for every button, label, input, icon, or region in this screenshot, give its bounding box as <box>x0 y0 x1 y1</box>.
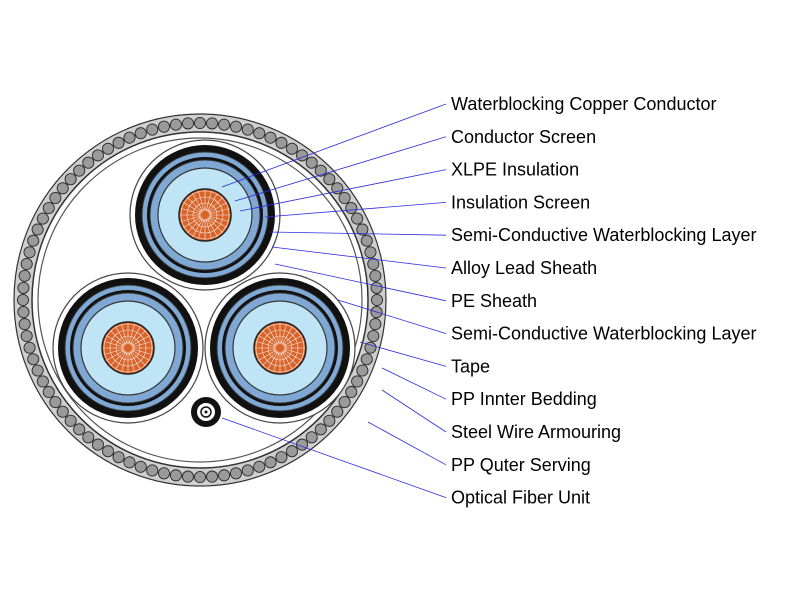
leader-line <box>221 103 447 188</box>
leader-line <box>234 136 447 202</box>
leader-line <box>274 263 447 302</box>
component-label: PE Sheath <box>451 291 537 311</box>
power-core-1 <box>129 139 281 291</box>
leader-line <box>271 246 447 269</box>
component-label: PP Innter Bedding <box>451 389 597 409</box>
leader-line <box>381 367 447 400</box>
leader-line <box>221 417 447 498</box>
component-label: Optical Fiber Unit <box>451 488 590 508</box>
leader-line <box>269 231 447 236</box>
component-label: Waterblocking Copper Conductor <box>451 94 716 114</box>
component-label: Semi-Conductive Waterblocking Layer <box>451 225 756 245</box>
component-label: PP Quter Serving <box>451 455 591 475</box>
component-label: Conductor Screen <box>451 127 596 147</box>
component-label: Semi-Conductive Waterblocking Layer <box>451 324 756 344</box>
leader-line <box>359 341 447 367</box>
component-label: Insulation Screen <box>451 192 590 212</box>
leader-line <box>337 299 447 334</box>
component-label: Alloy Lead Sheath <box>451 258 597 278</box>
leader-line <box>264 202 447 218</box>
component-label: Tape <box>451 356 490 376</box>
power-core-2 <box>52 272 204 424</box>
leader-line <box>381 389 447 433</box>
power-core-3 <box>204 272 356 424</box>
leader-line <box>239 169 447 212</box>
component-label: Steel Wire Armouring <box>451 422 621 442</box>
component-label: XLPE Insulation <box>451 160 579 180</box>
optical-fiber-unit <box>191 397 221 427</box>
leader-line <box>367 421 447 466</box>
